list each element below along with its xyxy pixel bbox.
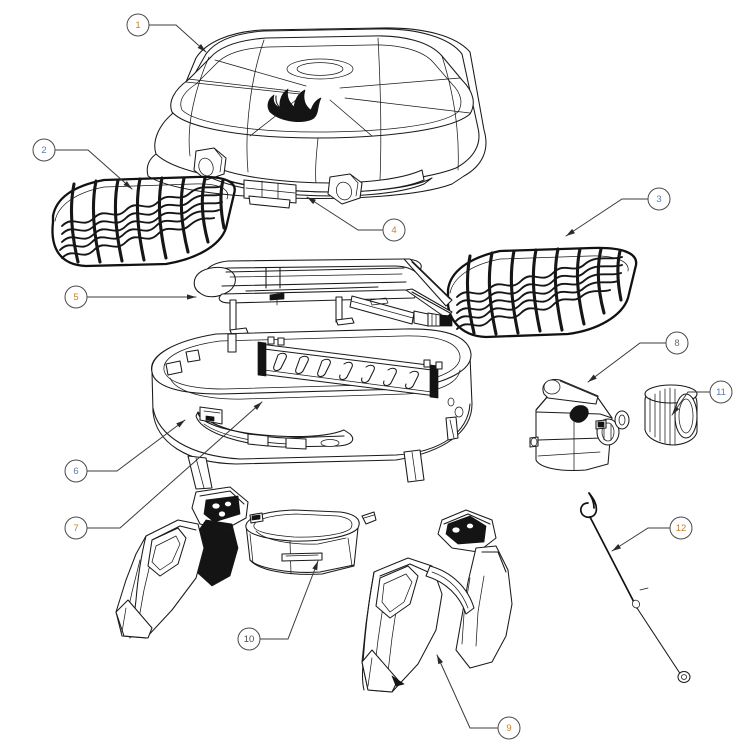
callout-number: 10 [244,634,255,645]
callout-number: 7 [73,523,78,534]
callout-arrowhead [312,561,318,571]
part-cooking-grate-right [446,246,638,339]
callout-12-igniter-electrode-wire[interactable]: 12 [611,516,693,553]
firebox-rear-vent-panel [257,336,443,399]
callout-number: 11 [716,387,726,398]
callout-number: 4 [391,225,396,236]
callout-5-burner-tube-assembly[interactable]: 5 [64,285,197,309]
callout-9-leg-stand-right[interactable]: 9 [435,654,521,740]
callout-arrowhead [187,294,196,300]
callout-bubble[interactable] [647,187,671,211]
callout-leader-line [86,419,186,472]
callout-number: 1 [135,20,140,31]
part-control-knob [644,384,698,446]
misc-bracket-fragment [361,511,377,525]
callout-number: 12 [676,523,687,534]
callout-number: 9 [506,723,511,734]
callout-arrowhead [437,655,444,665]
part-heat-deflector-plate [195,406,354,450]
part-lid-assembly [146,27,487,209]
callout-bubble[interactable] [32,138,56,162]
callout-7-heat-deflector-plate[interactable]: 7 [64,400,264,540]
callout-number: 2 [41,145,46,156]
callout-leader-line [565,198,649,237]
callout-leader-line [436,654,499,729]
callout-number: 6 [73,466,78,477]
callout-6-firebox-bowl[interactable]: 6 [64,418,187,483]
callout-4-lid-handle-latch[interactable]: 4 [306,195,406,242]
flame-logo-icon [267,88,322,122]
callout-2-cooking-grate-left[interactable]: 2 [32,138,134,191]
callout-arrowhead [176,420,185,428]
callout-1-lid[interactable]: 1 [126,13,208,54]
callout-leader-line [671,391,711,416]
part-leg-stand-right [361,509,513,693]
callout-bubble[interactable] [669,516,693,540]
callout-bubble[interactable] [709,380,733,404]
callout-bubble[interactable] [665,331,689,355]
callout-3-cooking-grate-right[interactable]: 3 [565,187,671,238]
part-control-valve-housing [529,379,630,471]
callout-arrowhead [566,228,575,236]
callout-11-control-knob[interactable]: 11 [670,380,733,416]
callout-8-control-valve-housing[interactable]: 8 [586,331,689,384]
callout-number: 3 [656,194,661,205]
part-cooking-grate-left [51,175,236,268]
part-leg-stand-left [115,486,249,639]
callout-bubble[interactable] [64,459,88,483]
part-grease-catch-tray [245,509,360,575]
callout-arrowhead [672,406,680,415]
callout-bubble[interactable] [382,218,406,242]
callout-leader-line [54,149,133,190]
callout-arrowhead [588,374,597,382]
callout-leader-line [148,24,207,53]
callout-number: 8 [674,338,679,349]
callout-arrowhead [197,44,206,52]
part-firebox-bowl [151,328,473,490]
part-burner-tube-assembly [193,258,453,336]
callout-bubble[interactable] [126,13,150,37]
callout-arrowhead [123,181,132,189]
callout-bubble[interactable] [237,627,261,651]
callout-arrowhead [253,402,262,410]
callout-bubble[interactable] [64,285,88,309]
callout-leader-line [587,342,667,383]
callout-bubble[interactable] [497,716,521,740]
callout-leader-line [611,527,671,552]
callout-leader-line [86,401,263,529]
callout-leader-line [306,196,384,231]
callout-leader-line [259,560,319,640]
callout-10-grease-catch-tray[interactable]: 10 [237,560,320,651]
part-lid-handle-latch [193,147,433,209]
part-igniter-electrode-wire [579,492,691,684]
callout-number: 5 [73,292,78,303]
callout-bubble[interactable] [64,516,88,540]
callout-arrowhead [307,197,316,205]
callout-arrowhead [612,544,622,551]
